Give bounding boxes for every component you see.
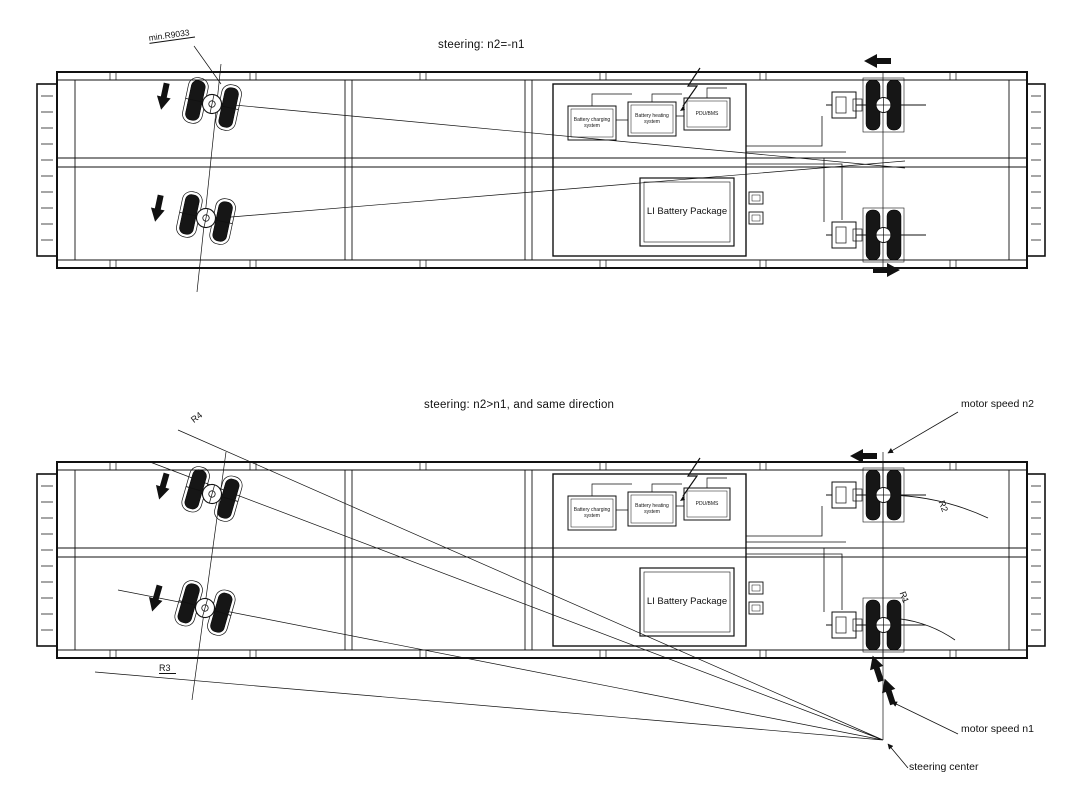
wheel-direction-arrow-icon bbox=[145, 583, 167, 614]
rear-drive-wheel bbox=[825, 467, 927, 523]
r3-label: R3 bbox=[159, 663, 176, 674]
battery-heating-label-top: Battery heating system bbox=[635, 112, 669, 126]
wheel-direction-arrow-icon bbox=[154, 81, 174, 112]
motor-n1-leader-line bbox=[891, 701, 959, 735]
bottom-diagram-title: steering: n2>n1, and same direction bbox=[424, 399, 615, 411]
motor-n1-direction-arrow-icon bbox=[873, 263, 900, 277]
front-wheel-assembly bbox=[179, 463, 245, 525]
steering-center-label: steering center bbox=[909, 761, 979, 773]
front-wheel-assembly bbox=[174, 189, 238, 247]
vehicle-bottom bbox=[36, 411, 1046, 769]
wheel-direction-arrow-icon bbox=[148, 193, 168, 224]
steering-geometry-lines bbox=[193, 45, 906, 293]
wheel-direction-arrow-icon bbox=[152, 471, 174, 502]
motor-n2-direction-arrow-icon bbox=[864, 54, 891, 68]
vehicle-top bbox=[36, 45, 1046, 293]
rear-drive-wheel bbox=[825, 597, 927, 653]
rear-drive-wheel bbox=[825, 207, 927, 263]
front-wheel-assembly bbox=[172, 577, 238, 639]
top-diagram-title: steering: n2=-n1 bbox=[438, 39, 525, 51]
motor-speed-n1-label: motor speed n1 bbox=[961, 723, 1034, 735]
pdu-bms-label-top: PDU/BMS bbox=[695, 110, 719, 117]
battery-heating-label-bottom: Battery heating system bbox=[635, 502, 669, 516]
battery-charging-label-top: Battery charging system bbox=[573, 116, 611, 130]
battery-charging-label-bottom: Battery charging system bbox=[573, 506, 611, 520]
steering-geometry-lines bbox=[94, 411, 989, 769]
motor-n2-direction-arrow-icon bbox=[850, 449, 877, 463]
li-battery-label-top: LI Battery Package bbox=[646, 206, 728, 218]
rear-drive-wheel bbox=[825, 77, 927, 133]
front-wheel-assembly bbox=[180, 75, 244, 133]
li-battery-label-bottom: LI Battery Package bbox=[646, 596, 728, 608]
motor-speed-n2-label: motor speed n2 bbox=[961, 398, 1034, 410]
steering-center-leader-line bbox=[887, 743, 909, 769]
pdu-bms-label-bottom: PDU/BMS bbox=[695, 500, 719, 507]
motor-n2-leader-line bbox=[887, 411, 959, 454]
radius-leader-line bbox=[193, 45, 222, 85]
